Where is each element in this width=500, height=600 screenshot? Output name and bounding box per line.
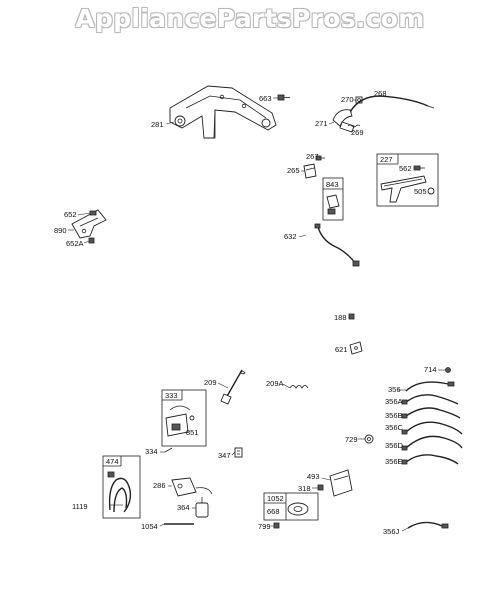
part-347-connector — [234, 447, 243, 458]
part-1052-group — [263, 492, 319, 521]
callout-652: 652 — [64, 210, 77, 219]
callout-268: 268 — [374, 89, 387, 98]
part-663-screw — [277, 94, 290, 101]
callout-270: 270 — [341, 95, 354, 104]
callout-281: 281 — [151, 120, 164, 129]
callout-729: 729 — [345, 435, 358, 444]
part-652a-screw — [88, 237, 95, 244]
callout-271: 271 — [315, 119, 328, 128]
callout-188: 188 — [334, 313, 347, 322]
part-799-screw — [273, 522, 280, 529]
callout-493: 493 — [307, 472, 320, 481]
part-714-nut — [445, 367, 451, 373]
part-209-spring — [220, 369, 246, 405]
part-227-group — [376, 153, 439, 207]
callout-668: 668 — [267, 507, 280, 516]
callout-356: 356 — [388, 385, 401, 394]
part-890-plate — [71, 209, 107, 239]
part-364-capacitor — [195, 497, 209, 518]
callout-356b: 356B — [385, 411, 403, 420]
part-267-screw — [315, 155, 325, 161]
callout-356d: 356D — [385, 441, 403, 450]
part-356j-wire — [407, 521, 449, 529]
callout-356j: 356J — [383, 527, 400, 536]
part-356d-wire — [401, 435, 463, 451]
part-281-bracket — [169, 85, 277, 139]
part-334-wire — [164, 447, 173, 453]
callout-227: 227 — [380, 155, 393, 164]
part-269-spring — [347, 124, 361, 128]
part-209a-spring — [289, 385, 309, 389]
callout-1119: 1119 — [72, 502, 88, 511]
watermark-logo: AppliancePartsPros.com — [75, 4, 425, 33]
part-843-group — [322, 177, 344, 221]
part-356c-wire — [401, 421, 463, 435]
callout-209: 209 — [204, 378, 217, 387]
callout-1052: 1052 — [267, 494, 284, 503]
callout-843: 843 — [326, 180, 339, 189]
callout-1054: 1054 — [141, 522, 158, 531]
part-356e-wire — [401, 454, 459, 465]
part-621-clip — [349, 341, 363, 355]
part-265-clip — [303, 163, 317, 179]
callout-356a: 356A — [385, 397, 403, 406]
callout-851: 851 — [186, 428, 199, 437]
callout-652a: 652A — [66, 239, 84, 248]
callout-474: 474 — [106, 457, 119, 466]
callout-714: 714 — [424, 365, 437, 374]
callout-286: 286 — [153, 481, 166, 490]
callout-505: 505 — [414, 187, 427, 196]
leader-lines — [68, 97, 445, 532]
callout-799: 799 — [258, 522, 271, 531]
callout-267: 267 — [306, 152, 319, 161]
part-333-group — [161, 389, 207, 447]
callout-356c: 356C — [385, 423, 403, 432]
callout-364: 364 — [177, 503, 190, 512]
part-493-bracket — [329, 469, 353, 497]
callout-890: 890 — [54, 226, 67, 235]
part-356-wire — [405, 381, 455, 392]
callout-269: 269 — [351, 128, 364, 137]
callout-333: 333 — [165, 391, 178, 400]
part-729-nut — [364, 434, 374, 444]
part-356b-wire — [401, 407, 461, 419]
callout-209a: 209A — [266, 379, 284, 388]
part-632-wire — [314, 223, 360, 267]
callout-632: 632 — [284, 232, 297, 241]
callout-265: 265 — [287, 166, 300, 175]
part-271-lever — [332, 109, 355, 133]
callout-347: 347 — [218, 451, 231, 460]
callout-334: 334 — [145, 447, 158, 456]
callout-356e: 356E — [385, 457, 403, 466]
callout-562: 562 — [399, 164, 412, 173]
part-286-coil — [171, 477, 213, 497]
part-356a-wire — [401, 394, 459, 405]
callout-318: 318 — [298, 484, 311, 493]
part-188-screw — [348, 313, 355, 320]
part-474-group — [102, 455, 141, 519]
part-318-screw — [317, 484, 324, 491]
callout-663: 663 — [259, 94, 272, 103]
callout-621: 621 — [335, 345, 348, 354]
